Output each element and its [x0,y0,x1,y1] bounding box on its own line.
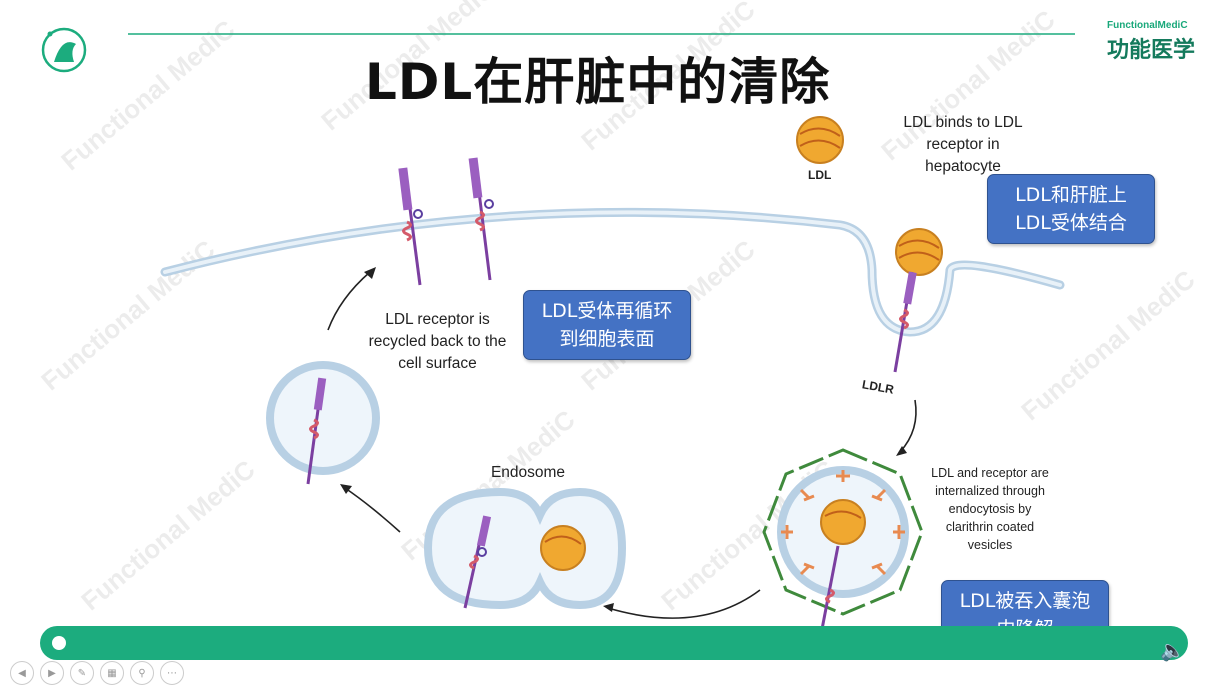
speaker-icon[interactable]: 🔈 [1160,640,1185,662]
callout-recycle: LDL受体再循环到细胞表面 [523,290,691,360]
page-title: LDL在肝脏中的清除 [365,53,831,111]
player-controls: ◀ ▶ ✎ ▦ ⚲ ⋯ [10,661,184,685]
prev-icon[interactable]: ◀ [10,661,34,685]
ldl-particle-free [796,116,844,164]
receptor-surface-1 [398,167,423,286]
zoom-icon[interactable]: ⚲ [130,661,154,685]
more-icon[interactable]: ⋯ [160,661,184,685]
logo-icon [41,27,87,73]
arrow-internalize [899,399,917,453]
recycling-vesicle [266,361,380,485]
progress-knob[interactable] [52,636,66,650]
receptor-surface-2 [468,157,494,281]
endosome [423,487,627,610]
brand-english: FunctionalMediC [1107,20,1188,31]
ldl-bound-receptor [893,228,943,373]
next-icon[interactable]: ▶ [40,661,64,685]
label-ldl: LDL [808,168,832,182]
brand-chinese: 功能医学 [1107,38,1196,63]
grid-icon[interactable]: ▦ [100,661,124,685]
label-endosome: Endosome [490,464,566,481]
arrow-to-endosome [607,589,761,619]
callout-binding: LDL和肝脏上LDL受体结合 [987,174,1155,244]
label-recycled: LDL receptor is recycled back to the cel… [368,311,507,372]
label-ldl-binds: LDL binds to LDL receptor in hepatocyte [903,114,1023,175]
arrow-recycle-up [327,271,371,331]
progress-bar[interactable] [40,626,1188,660]
pen-icon[interactable]: ✎ [70,661,94,685]
coated-vesicle [762,448,924,651]
arrow-to-recycling [344,487,401,533]
label-internalized: LDL and receptor are internalized throug… [931,466,1049,552]
